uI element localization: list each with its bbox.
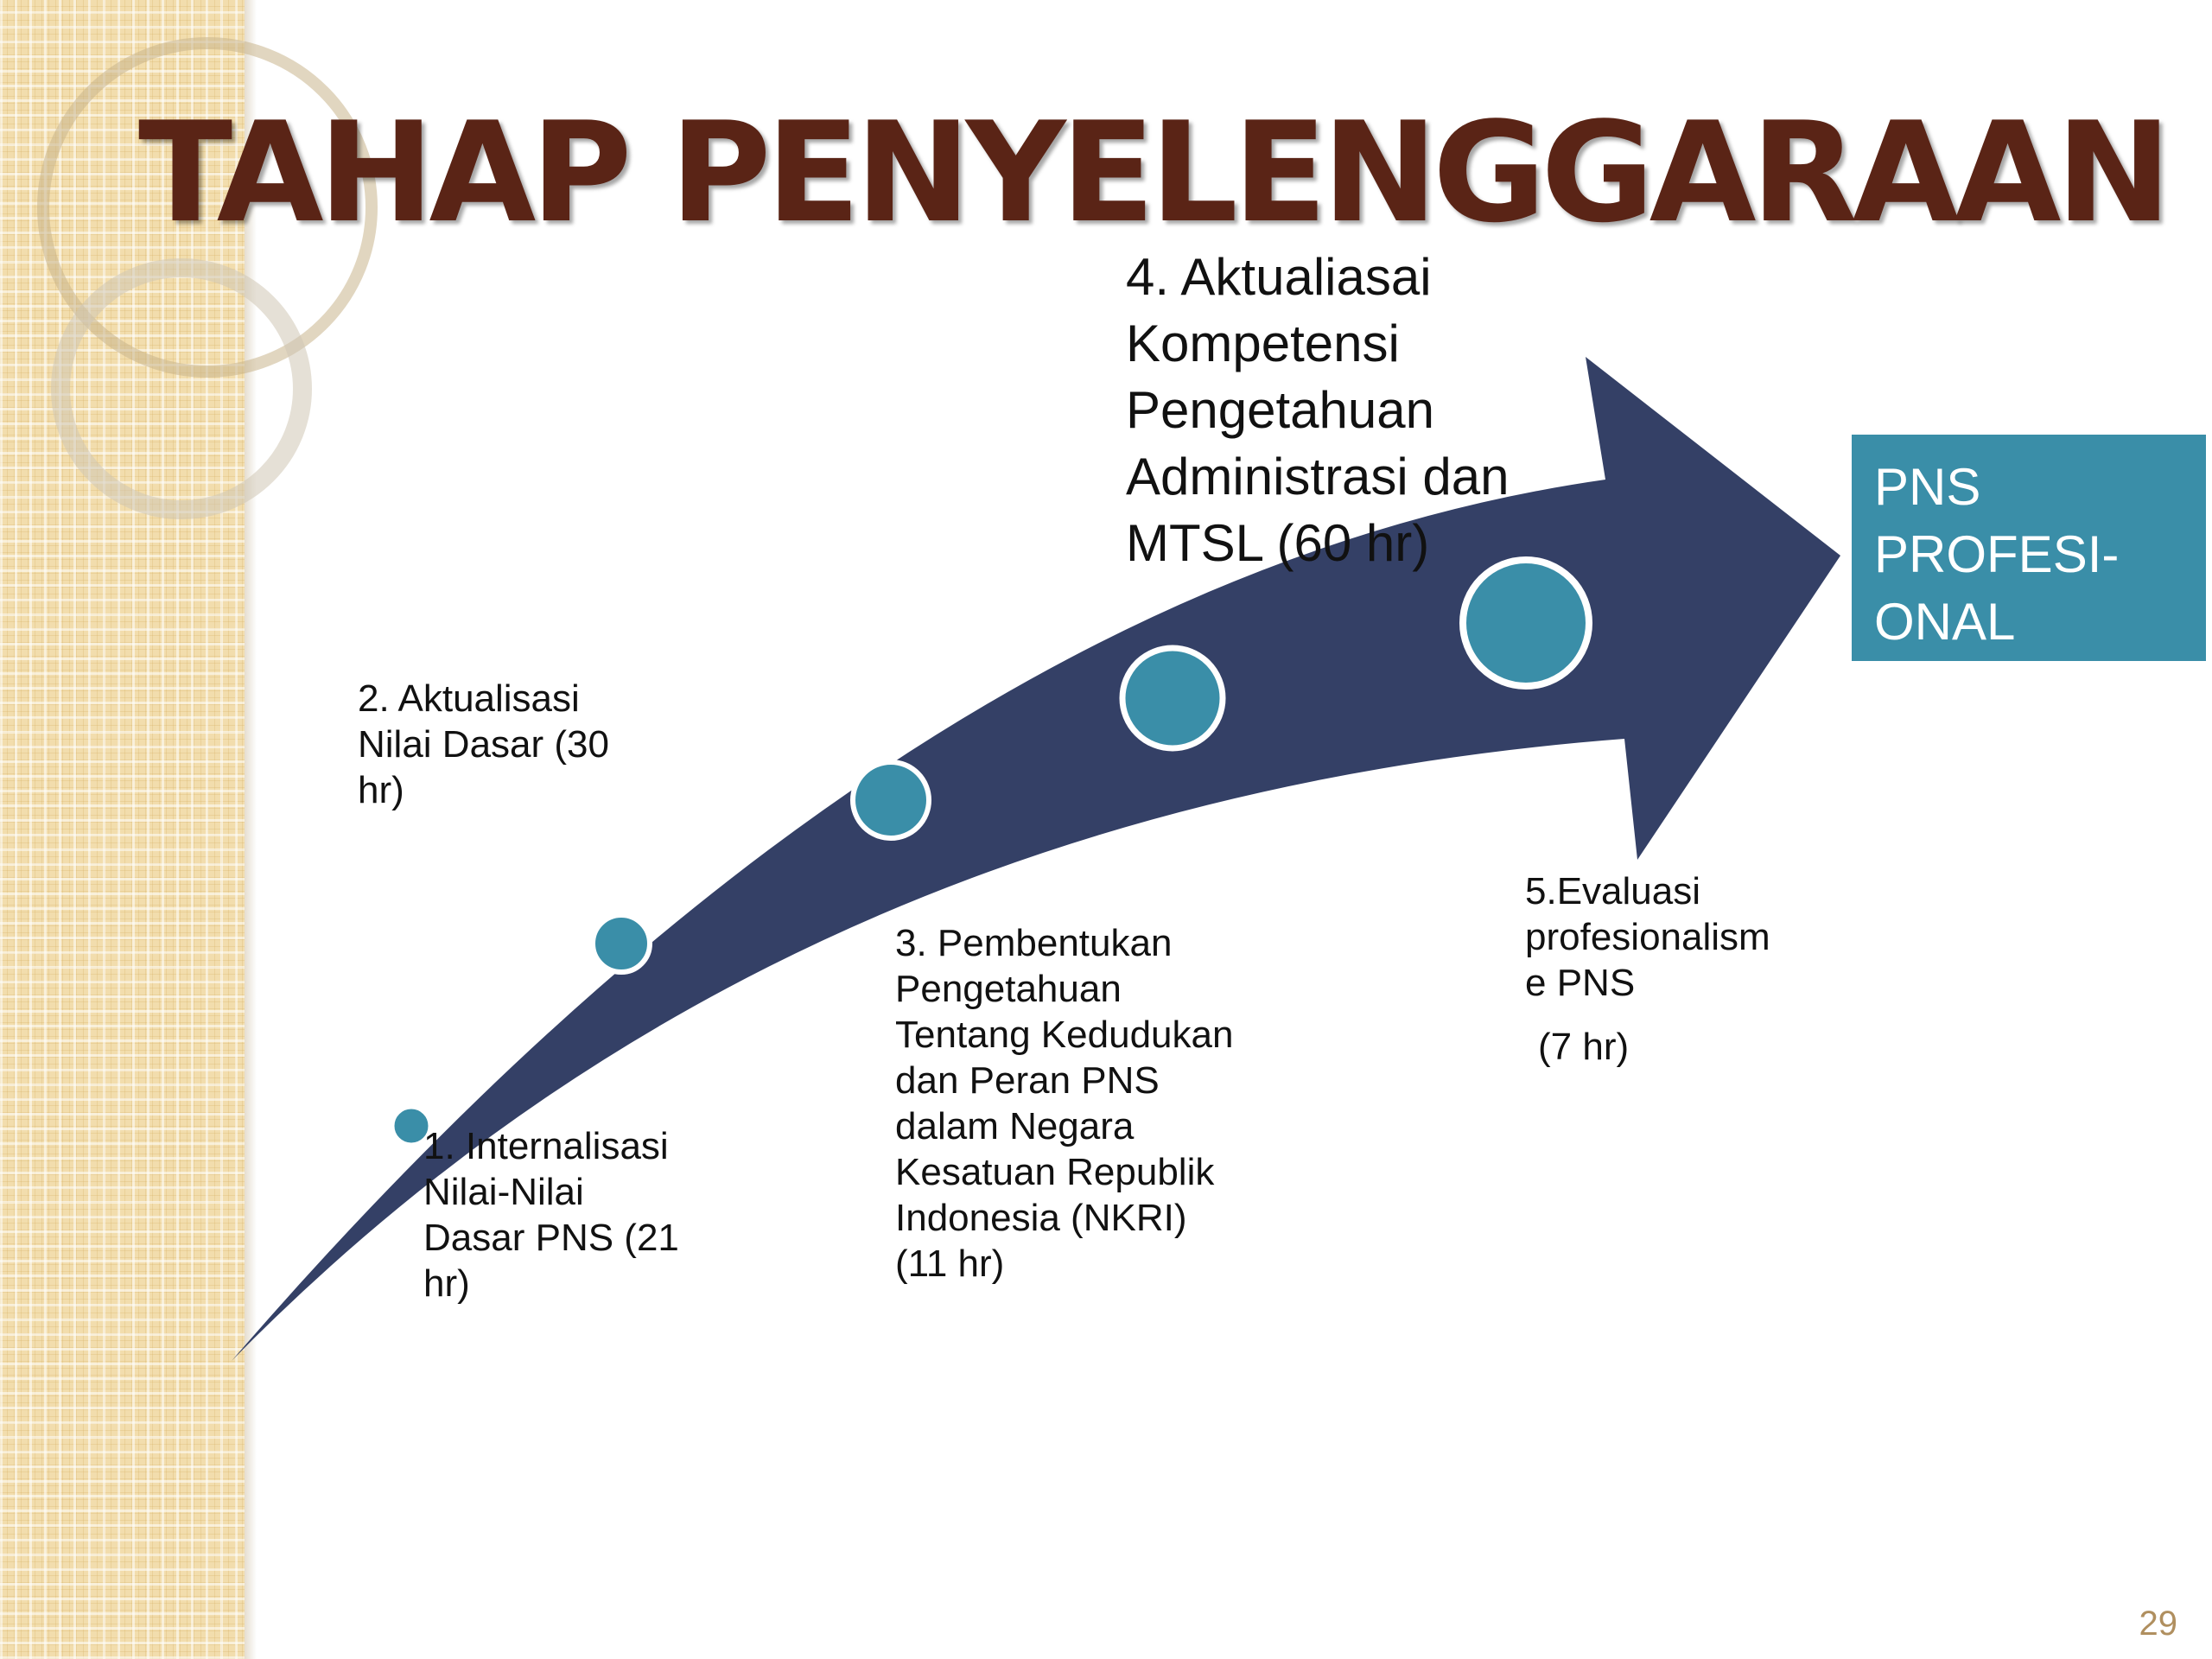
stage-5-label: 5.Evaluasi profesionalism e PNS	[1525, 870, 1770, 1004]
page-number: 29	[2139, 1605, 2178, 1643]
result-box: PNS PROFESI- ONAL	[1852, 435, 2206, 661]
decorative-rings	[37, 37, 378, 519]
stage-5-duration: (7 hr)	[1538, 1026, 1630, 1068]
page-title: TAHAP PENYELENGGARAAN	[138, 92, 2171, 253]
stage-4-node	[1119, 645, 1226, 752]
stage-4-label: 4. Aktualiasai Kompetensi Pengetahuan Ad…	[1126, 248, 1510, 572]
curved-arrow	[232, 357, 1840, 1361]
stage-2-label: 2. Aktualisasi Nilai Dasar (30 hr)	[358, 677, 609, 811]
stage-5-node	[1459, 556, 1592, 690]
stage-1-label: 1. Internalisasi Nilai-Nilai Dasar PNS (…	[423, 1125, 679, 1305]
stage-3-node	[850, 760, 931, 841]
stage-1-node	[390, 1104, 433, 1147]
result-label: PNS PROFESI- ONAL	[1874, 458, 2120, 651]
stage-3-label: 3. Pembentukan Pengetahuan Tentang Kedud…	[895, 922, 1234, 1285]
side-panel-shadow	[245, 0, 257, 1659]
decorative-ring-small	[51, 258, 312, 519]
decorative-ring-large	[37, 37, 378, 378]
stage-2-node	[590, 912, 652, 975]
